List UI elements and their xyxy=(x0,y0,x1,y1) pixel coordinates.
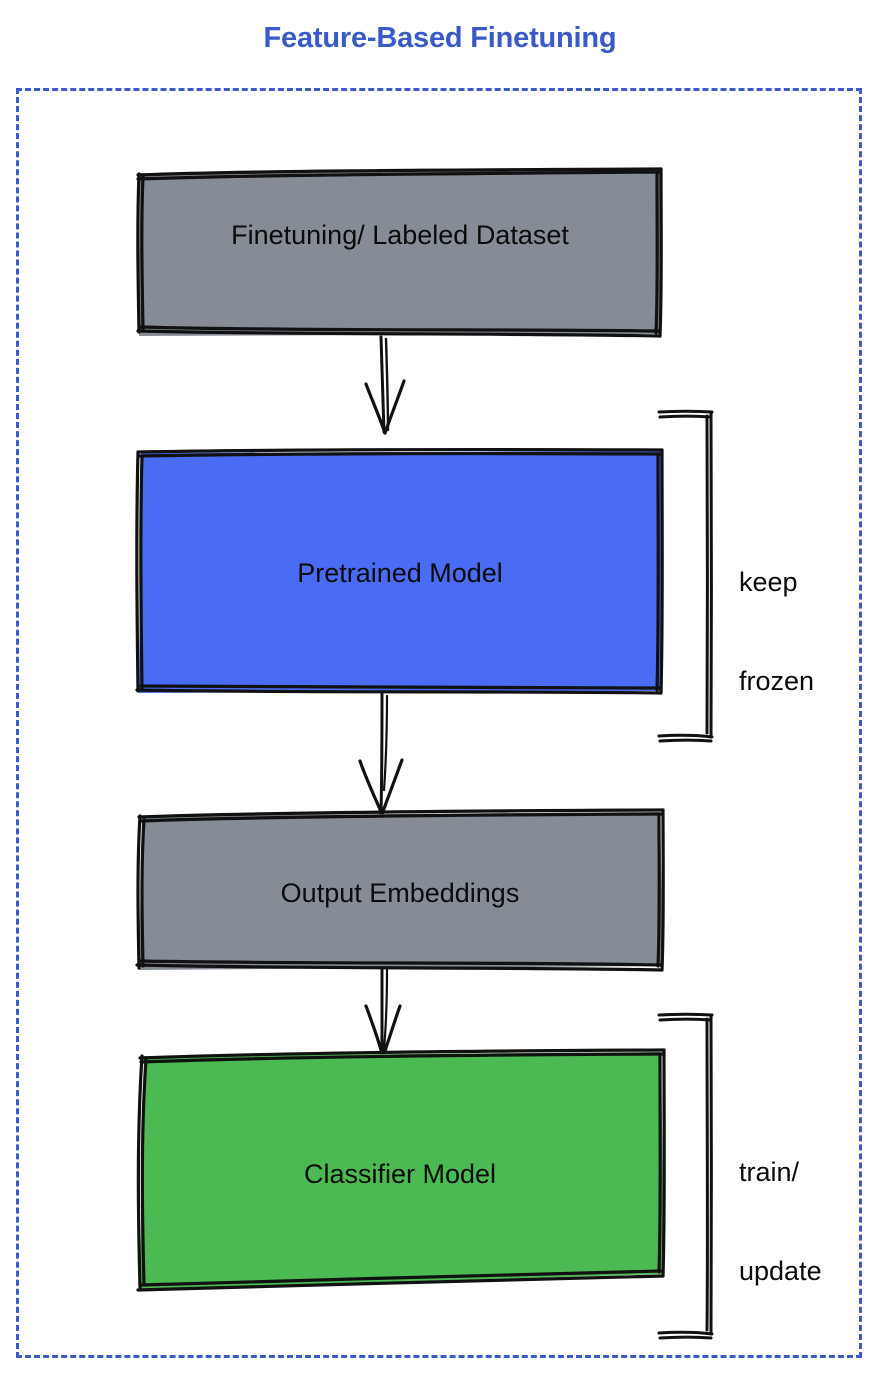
node-dataset-label: Finetuning/ Labeled Dataset xyxy=(231,220,569,250)
bracket-keep-frozen xyxy=(657,409,714,743)
node-embeddings-shape[interactable] xyxy=(135,808,665,972)
page-title: Feature-Based Finetuning xyxy=(263,22,617,54)
edge-dataset-to-pretrained xyxy=(364,335,406,435)
node-dataset-shape[interactable] xyxy=(136,167,663,338)
annotation-train-update-line1: train/ xyxy=(739,1156,800,1187)
annotation-keep-frozen-line2: frozen xyxy=(739,665,815,696)
node-classifier-shape[interactable] xyxy=(136,1048,666,1292)
edge-embeddings-to-classifier xyxy=(364,966,402,1059)
node-embeddings-label: Output Embeddings xyxy=(280,878,520,908)
annotation-keep-frozen: keep frozen xyxy=(739,500,814,764)
node-classifier-label: Classifier Model xyxy=(303,1159,497,1189)
node-pretrained-label: Pretrained Model xyxy=(297,558,503,588)
annotation-train-update-line2: update xyxy=(739,1255,822,1286)
edge-pretrained-to-embeddings xyxy=(358,692,404,816)
annotation-keep-frozen-line1: keep xyxy=(739,566,798,597)
annotation-train-update: train/ update xyxy=(739,1090,822,1354)
node-pretrained-shape[interactable] xyxy=(135,448,664,695)
bracket-train-update xyxy=(657,1012,714,1340)
